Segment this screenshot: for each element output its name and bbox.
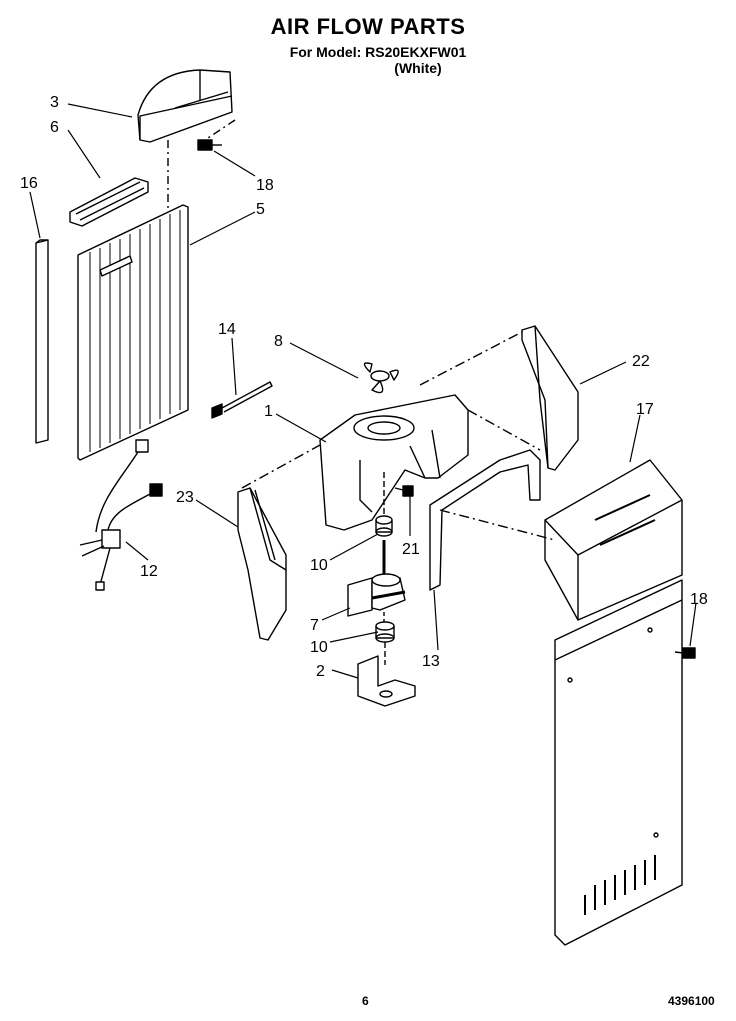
page-title: AIR FLOW PARTS <box>270 14 466 39</box>
leader-lines <box>29 103 697 679</box>
part-10-grommet-upper <box>375 515 393 537</box>
callout-labels: 3 6 18 16 5 14 8 22 1 17 23 21 10 12 7 1… <box>20 94 708 680</box>
part-18-screw-right <box>674 647 696 659</box>
callout-3: 3 <box>50 94 59 111</box>
part-23-baffle <box>237 487 287 641</box>
part-1-fan-housing <box>319 394 469 531</box>
part-18-screw-top <box>197 139 222 151</box>
part-14-tie <box>211 381 273 419</box>
part-5-cover-panel <box>77 204 189 461</box>
callout-14: 14 <box>218 321 236 338</box>
page-number: 6 <box>362 994 369 1008</box>
callout-10-upper: 10 <box>310 557 328 574</box>
part-22-side-baffle <box>521 325 579 471</box>
callout-1: 1 <box>264 403 273 420</box>
callout-10-lower: 10 <box>310 639 328 656</box>
callout-5: 5 <box>256 201 265 218</box>
part-6-rail <box>69 177 149 227</box>
part-7-motor <box>347 573 406 617</box>
callout-17: 17 <box>636 401 654 418</box>
callout-23: 23 <box>176 489 194 506</box>
callout-22: 22 <box>632 353 650 370</box>
rear-panel <box>554 579 683 946</box>
callout-7: 7 <box>310 617 319 634</box>
callout-8: 8 <box>274 333 283 350</box>
part-3-duct-cap <box>137 69 233 143</box>
callout-12: 12 <box>140 563 158 580</box>
part-21-screw <box>394 485 414 497</box>
part-13-gasket <box>429 449 541 591</box>
callout-13: 13 <box>422 653 440 670</box>
model-subtitle: For Model: RS20EKXFW01 <box>289 44 467 60</box>
part-17-top-cover <box>544 459 683 621</box>
part-12-wire-harness <box>79 439 163 591</box>
callout-16: 16 <box>20 175 38 192</box>
callout-2: 2 <box>316 663 325 680</box>
document-number: 4396100 <box>668 994 715 1008</box>
part-10-grommet-lower <box>375 621 395 643</box>
callout-6: 6 <box>50 119 59 136</box>
callout-18-top: 18 <box>256 177 274 194</box>
part-16-strip <box>35 239 49 444</box>
part-2-bracket <box>357 655 416 707</box>
callout-18-right: 18 <box>690 591 708 608</box>
part-8-fan-blade <box>363 362 399 394</box>
callout-21: 21 <box>402 541 420 558</box>
color-subtitle: (White) <box>394 60 442 76</box>
